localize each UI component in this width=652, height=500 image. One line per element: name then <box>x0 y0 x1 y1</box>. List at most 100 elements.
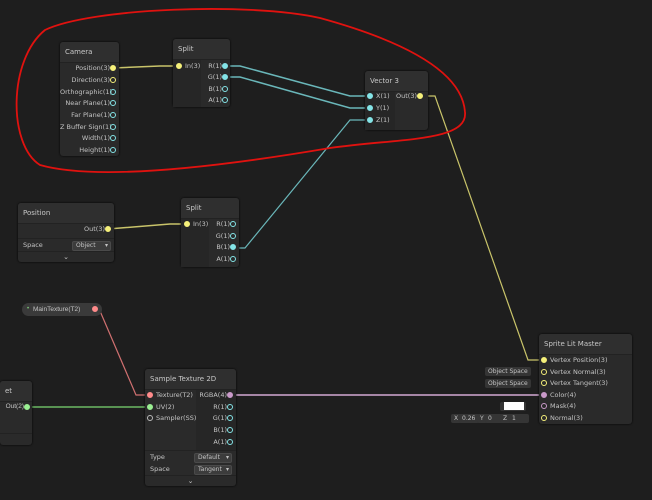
split-mid-output-0[interactable]: R(1) <box>181 219 230 229</box>
split-mid-output-2-dot[interactable] <box>230 244 236 251</box>
camera-output-2-dot[interactable] <box>110 89 116 95</box>
master-input-5-dot[interactable] <box>541 415 547 421</box>
camera-output-6-dot[interactable] <box>110 135 116 141</box>
vector3-input-0-dot[interactable] <box>367 93 373 99</box>
camera-output-5-dot[interactable] <box>110 124 116 130</box>
vertex-tangent-space-field[interactable]: Object Space <box>485 379 531 388</box>
uv-source-output-dot[interactable] <box>24 404 30 410</box>
position-output-dot[interactable] <box>105 226 111 232</box>
sample-input-2-dot[interactable] <box>147 415 153 422</box>
vector3-input-1[interactable]: Y(1) <box>376 103 389 113</box>
camera-output-4-dot[interactable] <box>110 112 116 118</box>
vector3-input-0[interactable]: X(1) <box>376 91 390 101</box>
camera-output-1-dot[interactable] <box>110 77 116 83</box>
split-top-output-2-dot[interactable] <box>222 85 228 92</box>
main-texture-property[interactable]: •MainTexture(T2) <box>22 303 102 316</box>
camera-output-3-dot[interactable] <box>110 100 116 106</box>
sample-input-0-dot[interactable] <box>147 392 153 398</box>
normal-normal-y_label-field[interactable]: Y <box>477 414 491 423</box>
split-top-output-2[interactable]: B(1) <box>173 84 222 94</box>
split-mid-output-3[interactable]: A(1) <box>181 254 230 264</box>
vector3-input-2[interactable]: Z(1) <box>376 115 390 125</box>
expand-chevron-icon[interactable]: ⌄ <box>145 475 236 486</box>
split-mid-input-dot[interactable] <box>184 221 190 227</box>
camera-output-4[interactable]: Far Plane(1) <box>60 110 110 120</box>
master-input-3[interactable]: Color(4) <box>550 390 576 400</box>
sample-output-2-dot[interactable] <box>227 415 233 422</box>
position-output[interactable]: Out(3) <box>18 224 105 234</box>
master-input-2-dot[interactable] <box>541 380 547 387</box>
normal-normal-y-field[interactable]: 0 <box>485 414 503 423</box>
mask-color-swatch[interactable] <box>504 402 524 410</box>
camera-output-5[interactable]: Z Buffer Sign(1) <box>60 122 112 132</box>
camera-output-1[interactable]: Direction(3) <box>60 75 110 85</box>
camera-output-2[interactable]: Orthographic(1) <box>60 87 112 97</box>
split-mid-output-3-dot[interactable] <box>230 256 236 263</box>
split-top-output-0-dot[interactable] <box>222 63 228 69</box>
sample-output-2[interactable]: G(1) <box>145 413 227 423</box>
expand-chevron-icon[interactable]: ⌄ <box>18 251 114 262</box>
sample-type-dropdown[interactable]: Default <box>194 453 232 463</box>
camera-output-3[interactable]: Near Plane(1) <box>60 98 110 108</box>
sample-output-0[interactable]: RGBA(4) <box>145 390 227 400</box>
camera-output-0[interactable]: Position(3) <box>60 63 110 73</box>
master-input-2[interactable]: Vertex Tangent(3) <box>550 378 608 388</box>
vector3-output[interactable]: Out(3) <box>365 91 417 101</box>
uv-source-output[interactable]: Out(2) <box>0 402 24 412</box>
sample-output-4-dot[interactable] <box>227 438 233 445</box>
sample-output-0-dot[interactable] <box>227 392 233 398</box>
master-input-5[interactable]: Normal(3) <box>550 413 583 423</box>
master-input-4[interactable]: Mask(4) <box>550 401 576 411</box>
split-mid-input[interactable]: In(3) <box>193 219 208 229</box>
split-mid-output-1-dot[interactable] <box>230 232 236 239</box>
sample-output-3[interactable]: B(1) <box>145 425 227 435</box>
master-input-3-dot[interactable] <box>541 391 547 398</box>
split-mid-output-0-dot[interactable] <box>230 221 236 227</box>
split-mid-output-2[interactable]: B(1) <box>181 242 230 252</box>
split-top-output-3-dot[interactable] <box>222 97 228 104</box>
split-top-output-1-dot[interactable] <box>222 74 228 81</box>
split-top-output-1[interactable]: G(1) <box>173 72 222 82</box>
master-input-1-dot[interactable] <box>541 368 547 375</box>
sample-input-2[interactable]: Sampler(SS) <box>156 413 196 423</box>
sample-output-1[interactable]: R(1) <box>145 402 227 412</box>
camera-output-7[interactable]: Height(1) <box>60 145 110 155</box>
sample-output-4[interactable]: A(1) <box>145 437 227 447</box>
normal-normal-x-field[interactable]: 0.26 <box>459 414 479 423</box>
vertex-normal-space-field[interactable]: Object Space <box>485 367 531 376</box>
master-input-4-dot[interactable] <box>541 403 547 410</box>
vector3-input-2-dot[interactable] <box>367 117 373 123</box>
sample-output-1-dot[interactable] <box>227 403 233 410</box>
normal-normal-x_label-field[interactable]: X <box>451 414 465 423</box>
split-mid-output-1[interactable]: G(1) <box>181 231 230 241</box>
split-top-output-3[interactable]: A(1) <box>173 95 222 105</box>
vector3-input-1-dot[interactable] <box>367 105 373 111</box>
normal-normal-z_label-field[interactable]: Z <box>500 414 514 423</box>
normal-normal-z-field[interactable]: 1 <box>509 414 529 423</box>
position-space-dropdown[interactable]: Object <box>72 241 111 251</box>
sample-input-0[interactable]: Texture(T2) <box>156 390 193 400</box>
camera-output-7-dot[interactable] <box>110 147 116 153</box>
split-top-output-0[interactable]: R(1) <box>173 61 222 71</box>
split-top-input[interactable]: In(3) <box>185 61 200 71</box>
master-input-0-dot[interactable] <box>541 357 547 363</box>
camera-output-0-dot[interactable] <box>110 65 116 71</box>
master-input-1[interactable]: Vertex Normal(3) <box>550 367 606 377</box>
vector3-output-dot[interactable] <box>417 93 423 99</box>
split-top-input-dot[interactable] <box>176 63 182 69</box>
sample-input-1[interactable]: UV(2) <box>156 402 174 412</box>
master-input-0[interactable]: Vertex Position(3) <box>550 355 607 365</box>
sample-space-dropdown[interactable]: Tangent <box>194 465 232 475</box>
sample-input-1-dot[interactable] <box>147 403 153 410</box>
main-texture-output-dot[interactable] <box>92 306 98 312</box>
sample-output-3-dot[interactable] <box>227 427 233 434</box>
camera-output-6[interactable]: Width(1) <box>60 133 110 143</box>
